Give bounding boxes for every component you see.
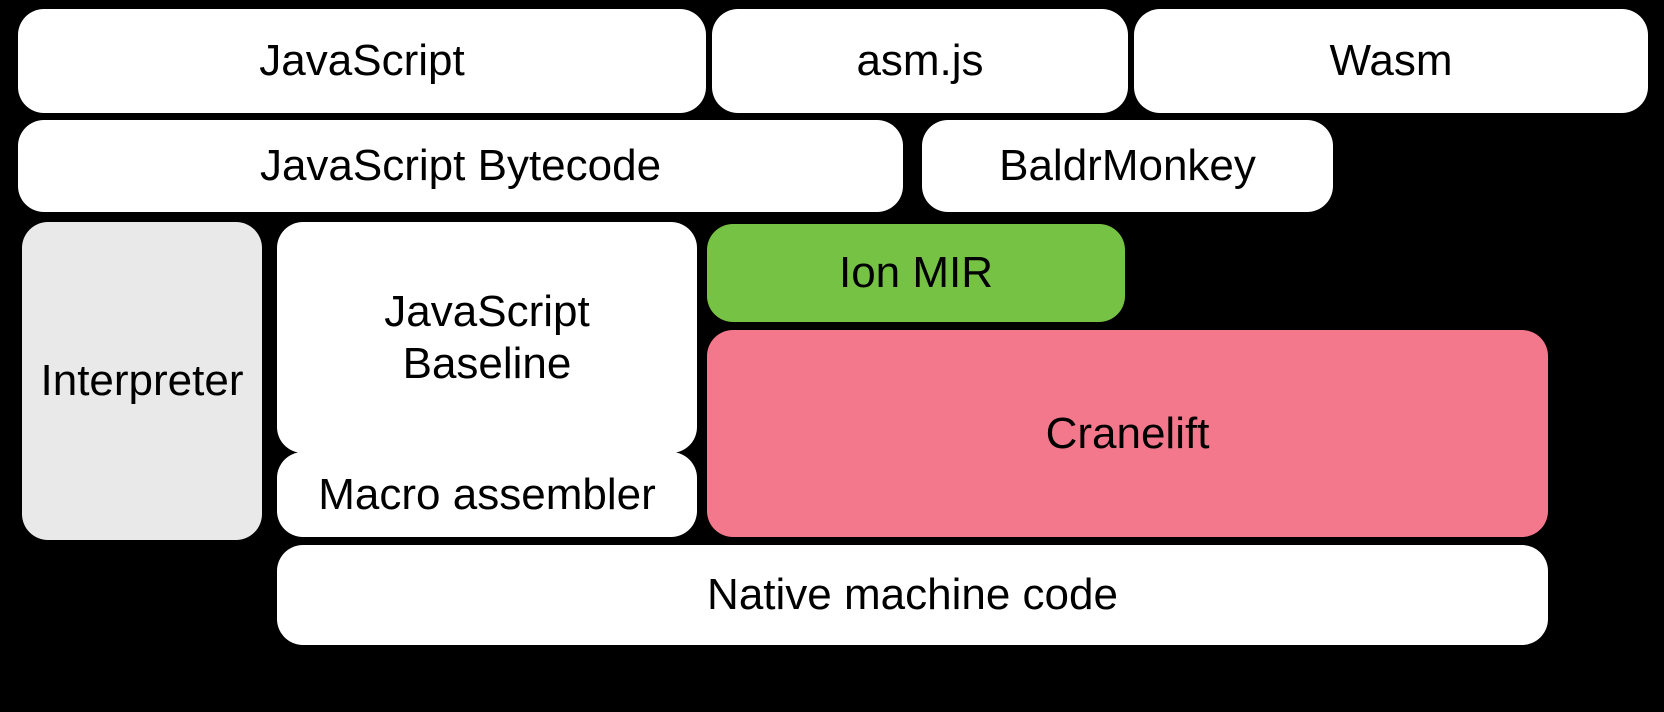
node-baldrmonkey: BaldrMonkey: [922, 120, 1333, 212]
node-javascript-baseline: JavaScript Baseline: [277, 222, 697, 453]
node-ion-mir: Ion MIR: [707, 224, 1125, 322]
node-interpreter: Interpreter: [22, 222, 262, 540]
node-native-machine-code: Native machine code: [277, 545, 1548, 645]
node-asm-js: asm.js: [712, 9, 1128, 113]
node-wasm: Wasm: [1134, 9, 1648, 113]
node-cranelift: Cranelift: [707, 330, 1548, 537]
node-javascript: JavaScript: [18, 9, 706, 113]
node-javascript-bytecode: JavaScript Bytecode: [18, 120, 903, 212]
node-macro-assembler: Macro assembler: [277, 452, 697, 537]
